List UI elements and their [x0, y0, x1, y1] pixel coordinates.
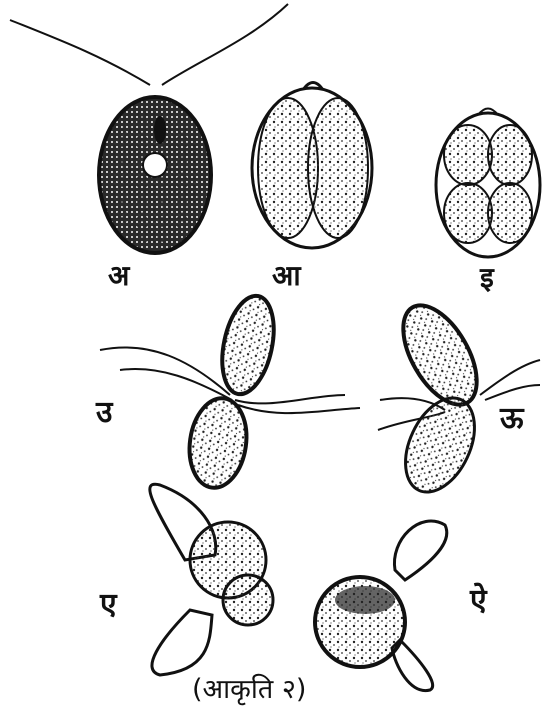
label-i: इ [480, 264, 494, 292]
cell-ai [315, 521, 447, 691]
cell-uu [378, 293, 540, 503]
label-uu: ऊ [500, 404, 524, 434]
figure-caption: (आकृति २) [192, 676, 306, 703]
label-u: उ [96, 398, 112, 428]
label-e: ए [100, 590, 117, 620]
label-a: अ [108, 262, 129, 290]
cell-e [150, 484, 273, 675]
label-ai: ऐ [470, 586, 487, 616]
label-aa: आ [272, 262, 301, 290]
cell-i [436, 109, 540, 258]
cell-a [10, 4, 288, 253]
cell-aa [252, 83, 372, 249]
cell-u [100, 291, 360, 491]
